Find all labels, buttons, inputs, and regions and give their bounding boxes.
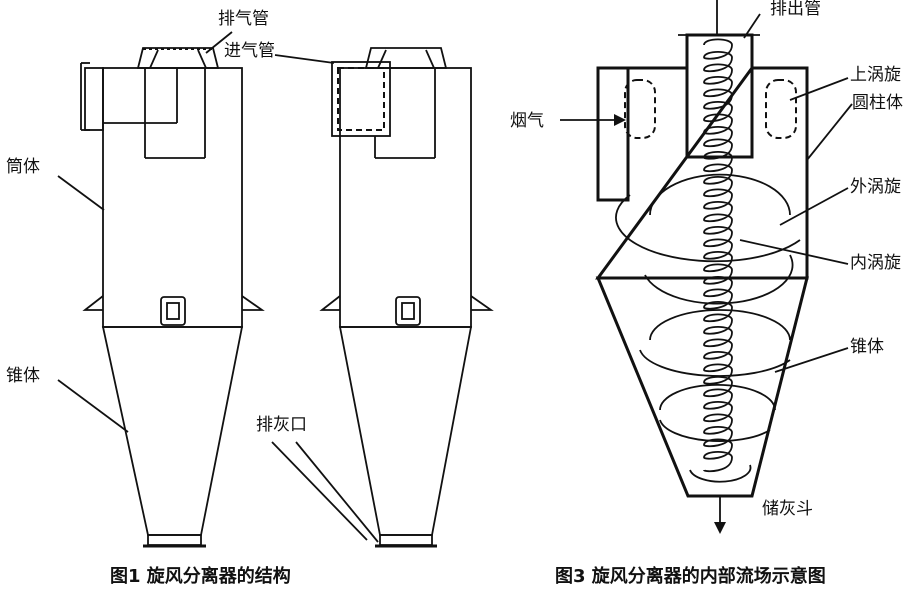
label-outer-vortex: 外涡旋 (850, 177, 901, 197)
label-cylinder-body: 圆柱体 (852, 93, 903, 113)
flow-field-diagram (560, 0, 809, 534)
label-inner-vortex: 内涡旋 (850, 253, 901, 273)
figure3-leaders (739, 13, 853, 373)
label-upper-vortex: 上涡旋 (850, 65, 901, 85)
label-ash-outlet: 排灰口 (256, 415, 307, 435)
label-ash-hopper: 储灰斗 (762, 499, 813, 519)
label-exhaust-pipe: 排气管 (218, 9, 269, 29)
label-cylinder: 筒体 (6, 157, 40, 177)
figure1-leaders (57, 31, 379, 543)
separator-right (319, 47, 494, 548)
figure3-caption: 图3 旋风分离器的内部流场示意图 (555, 565, 826, 587)
separator-left (80, 47, 265, 548)
label-cone: 锥体 (6, 366, 40, 386)
label-inlet-pipe: 进气管 (224, 41, 275, 61)
label-cone-body: 锥体 (850, 337, 884, 357)
figure1-caption: 图1 旋风分离器的结构 (110, 565, 291, 587)
label-outlet-pipe: 排出管 (770, 0, 821, 19)
label-flue-gas: 烟气 (510, 111, 544, 131)
